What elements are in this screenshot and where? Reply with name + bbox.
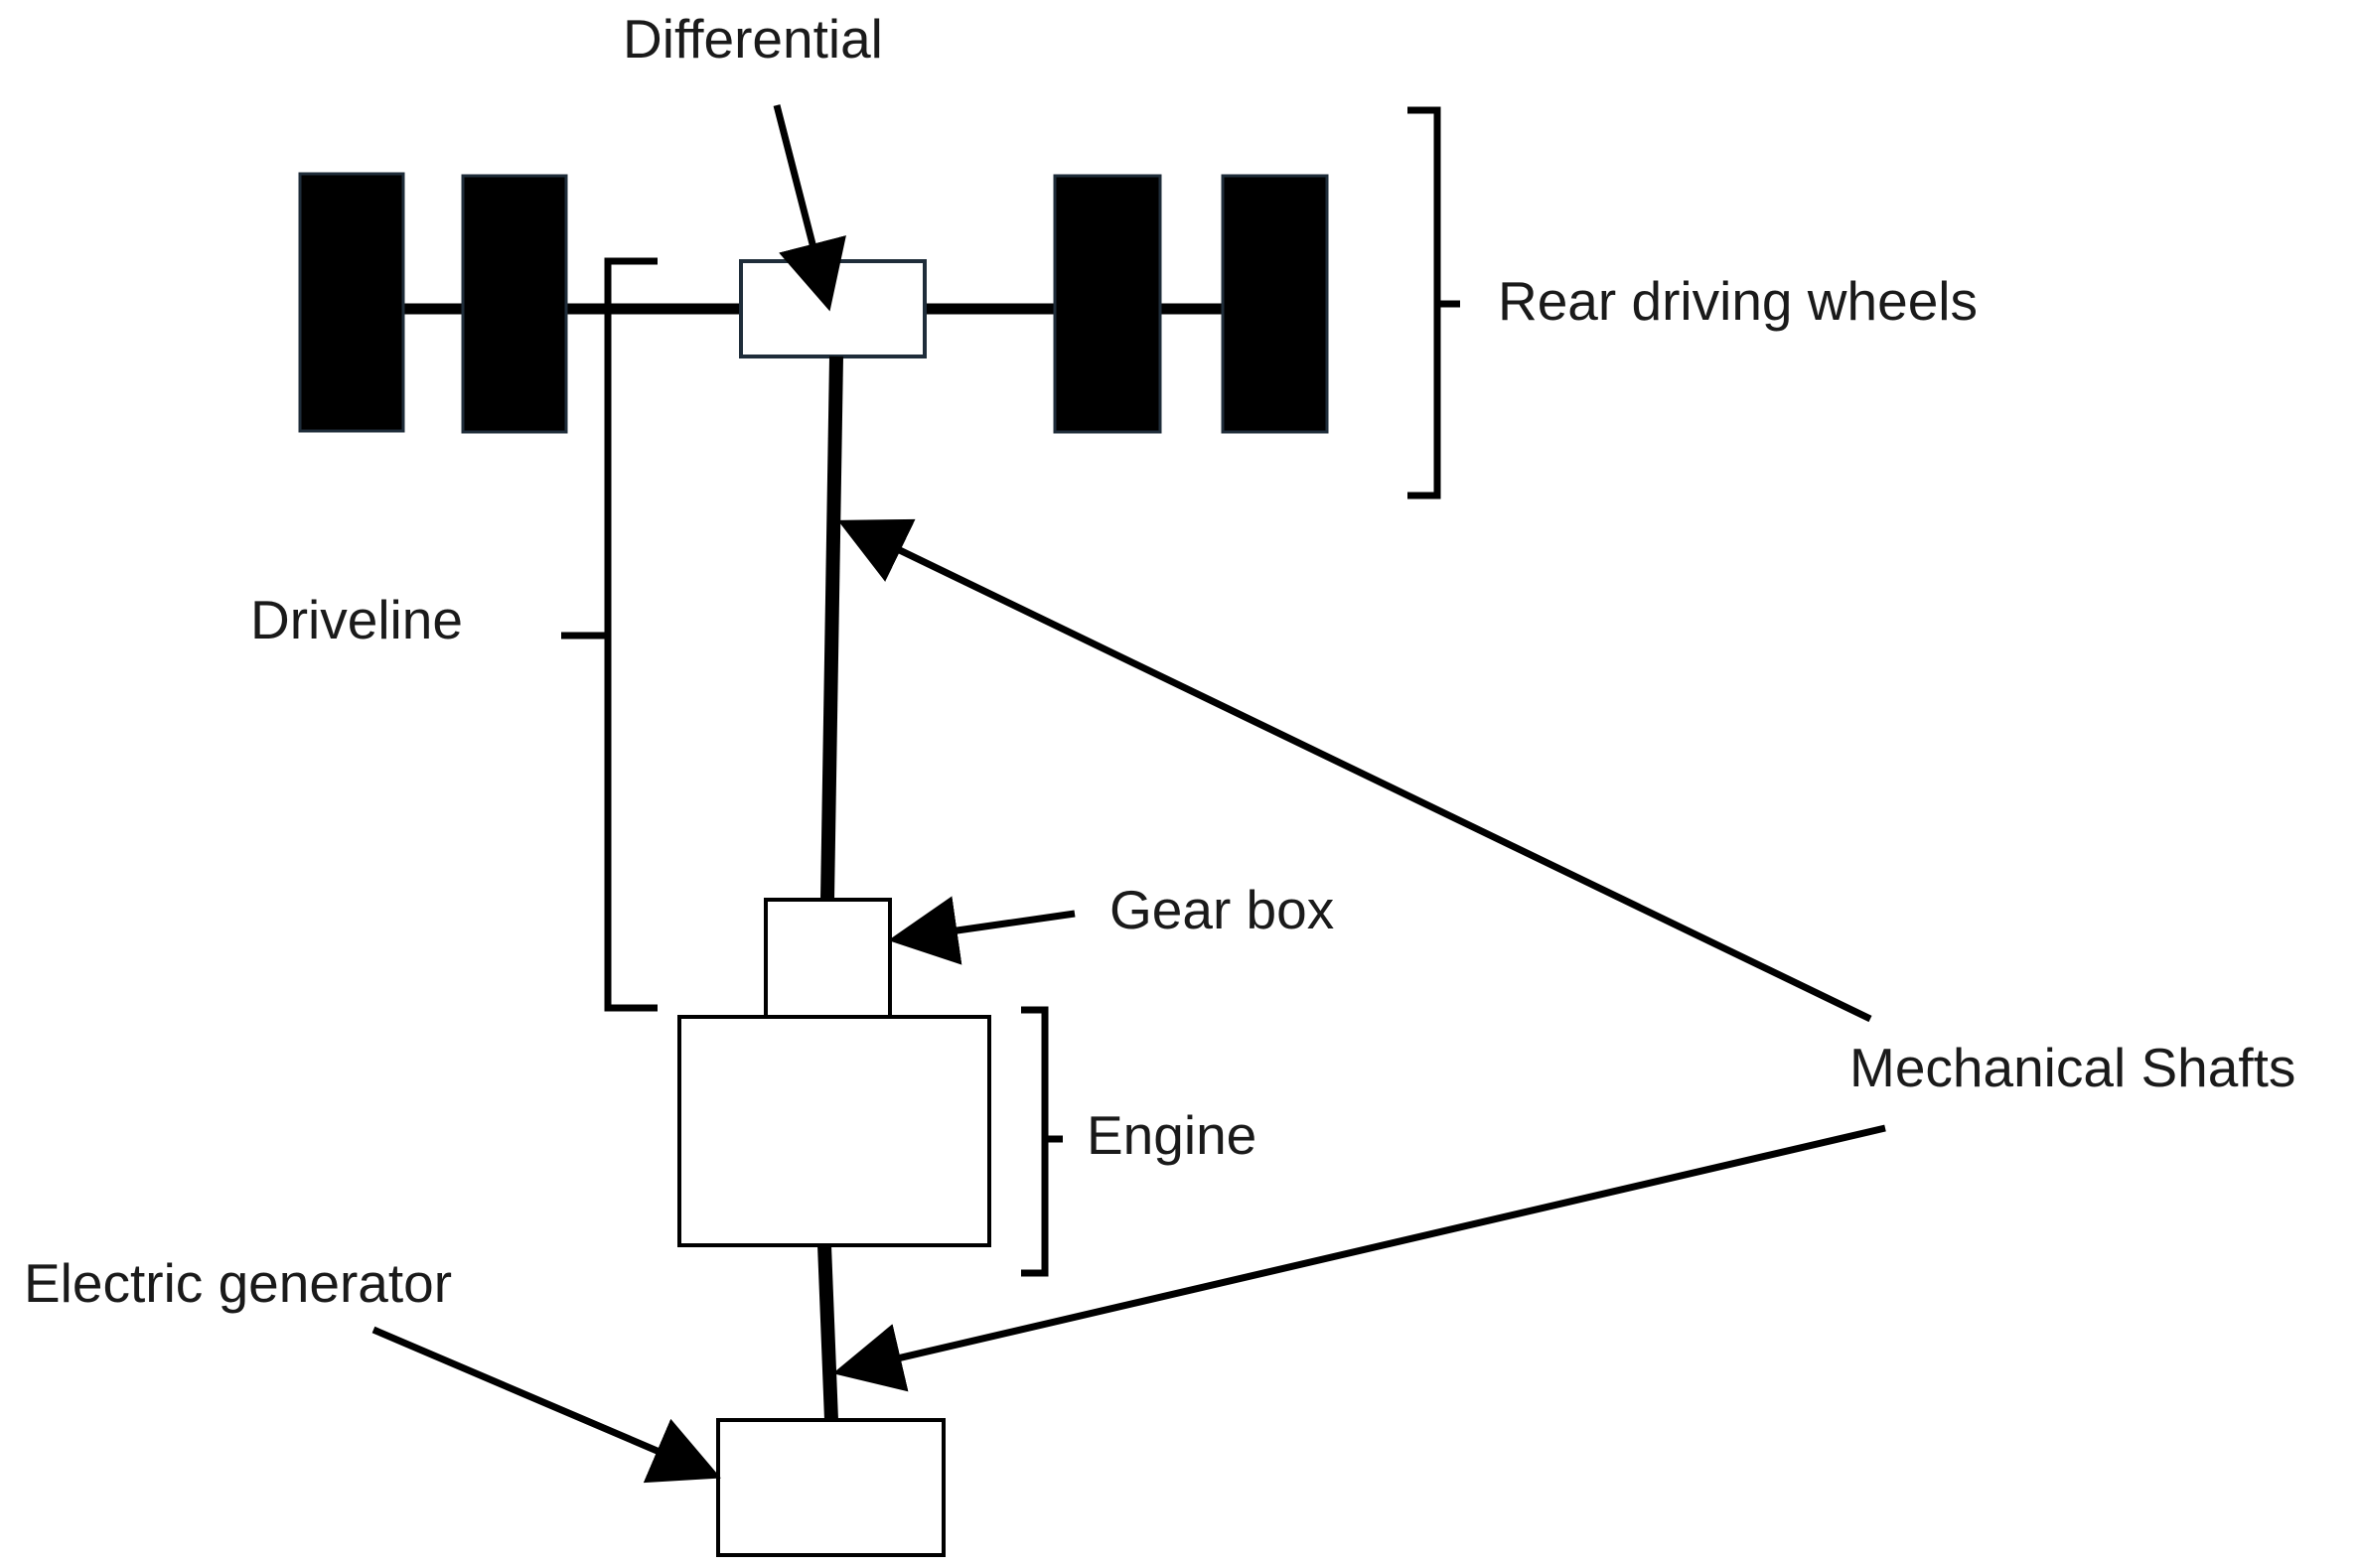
differential-box xyxy=(739,259,927,358)
engine-bracket xyxy=(1021,1006,1063,1277)
generator-shaft xyxy=(817,1244,838,1421)
engine-box xyxy=(677,1015,991,1247)
rear-wheels-bracket xyxy=(1407,106,1460,499)
electric-generator-arrow xyxy=(371,1326,721,1484)
mechanical-shafts-label: Mechanical Shafts xyxy=(1849,1037,2295,1098)
propeller-shaft xyxy=(820,356,843,901)
differential-label: Differential xyxy=(623,8,883,70)
differential-arrow xyxy=(773,104,846,312)
gear-box-label: Gear box xyxy=(1109,879,1334,940)
mechanical-shafts-arrow-upper xyxy=(837,518,1872,1023)
mechanical-shafts-arrow-lower xyxy=(832,1124,1886,1392)
driveline-label: Driveline xyxy=(250,589,463,650)
engine-label: Engine xyxy=(1087,1104,1256,1166)
electric-generator-box xyxy=(716,1418,946,1557)
rear-wheel-left-inner xyxy=(461,174,568,434)
rear-wheels-label: Rear driving wheels xyxy=(1498,270,1978,332)
driveline-bracket xyxy=(561,257,658,1012)
gear-box-arrow xyxy=(888,896,1076,965)
rear-wheel-left-outer xyxy=(298,172,405,433)
gear-box xyxy=(764,898,892,1019)
electric-generator-label: Electric generator xyxy=(24,1252,452,1314)
rear-wheel-right-inner xyxy=(1053,174,1162,434)
rear-wheel-right-outer xyxy=(1221,174,1329,434)
